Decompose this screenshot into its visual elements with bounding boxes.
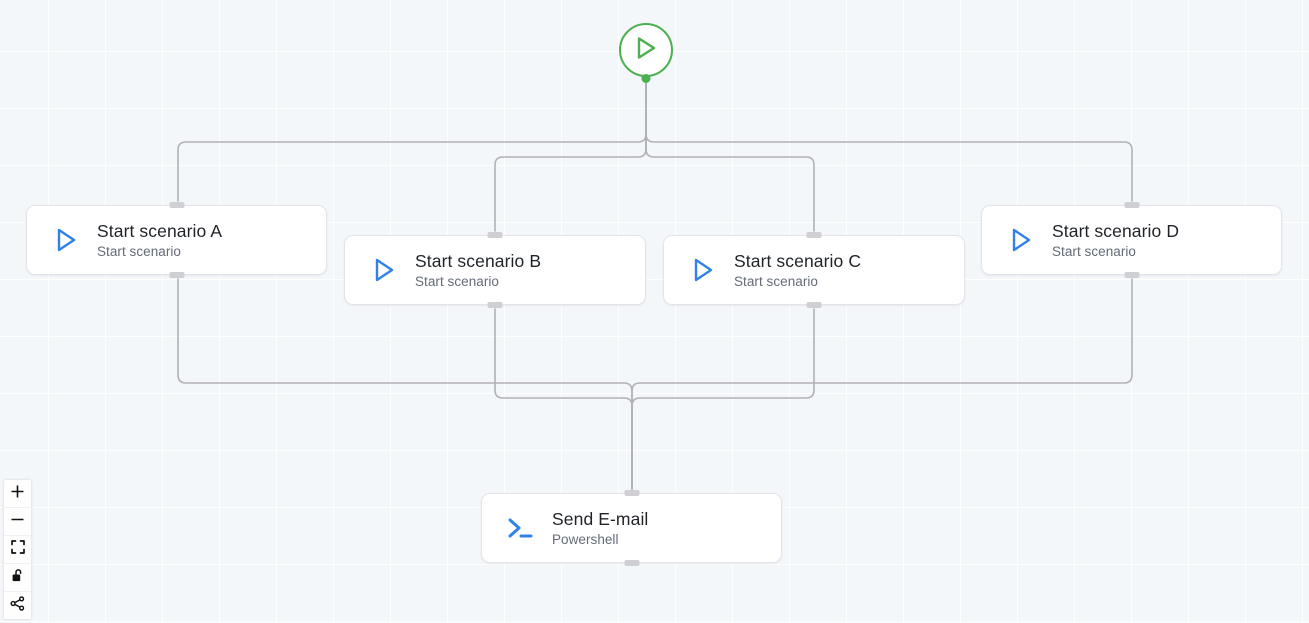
- target-handle[interactable]: [487, 232, 503, 238]
- target-handle[interactable]: [169, 202, 184, 208]
- node-title: Start scenario C: [734, 250, 862, 271]
- unlock-padlock-icon: [11, 568, 25, 588]
- node-send-email[interactable]: Send E-mail Powershell: [481, 490, 782, 566]
- play-triangle-icon: [367, 253, 401, 287]
- start-trigger-node[interactable]: [619, 23, 673, 83]
- node-start-scenario-a[interactable]: Start scenario A Start scenario: [26, 202, 327, 278]
- node-subtitle: Start scenario: [415, 273, 499, 289]
- play-triangle-icon: [634, 35, 658, 66]
- edge-b-to-email: [494, 308, 633, 490]
- node-title: Start scenario D: [1052, 220, 1180, 241]
- node-text-block: Send E-mail Powershell: [552, 509, 648, 548]
- start-source-handle[interactable]: [641, 74, 651, 83]
- node-subtitle: Powershell: [552, 531, 619, 547]
- lock-toggle-button[interactable]: [4, 564, 31, 592]
- node-text-block: Start scenario B Start scenario: [415, 251, 541, 290]
- fit-screen-icon: [10, 540, 25, 559]
- edge-start-to-a: [177, 81, 647, 202]
- source-handle[interactable]: [487, 302, 503, 308]
- node-start-scenario-d[interactable]: Start scenario D Start scenario: [981, 202, 1282, 278]
- node-subtitle: Start scenario: [97, 243, 181, 259]
- node-start-scenario-c[interactable]: Start scenario C Start scenario: [663, 232, 965, 308]
- edge-start-to-d: [645, 81, 1133, 202]
- zoom-in-button[interactable]: [4, 480, 31, 508]
- node-text-block: Start scenario C Start scenario: [734, 251, 861, 290]
- edge-a-to-email: [177, 278, 633, 490]
- target-handle[interactable]: [806, 232, 822, 238]
- target-handle[interactable]: [1124, 202, 1139, 208]
- plus-icon: [10, 484, 25, 504]
- terminal-prompt-icon: [504, 511, 538, 545]
- source-handle[interactable]: [806, 302, 822, 308]
- node-subtitle: Start scenario: [734, 273, 818, 289]
- play-triangle-icon: [1004, 223, 1038, 257]
- canvas-controls[interactable]: [4, 480, 31, 619]
- source-handle[interactable]: [624, 560, 639, 566]
- edge-c-to-email: [631, 308, 815, 490]
- edge-start-to-b: [494, 81, 647, 232]
- share-nodes-icon: [10, 595, 25, 616]
- edge-d-to-email: [631, 278, 1133, 490]
- node-text-block: Start scenario D Start scenario: [1052, 221, 1179, 260]
- play-triangle-icon: [686, 253, 720, 287]
- node-text-block: Start scenario A Start scenario: [97, 221, 222, 260]
- source-handle[interactable]: [1124, 272, 1139, 278]
- target-handle[interactable]: [624, 490, 639, 496]
- node-subtitle: Start scenario: [1052, 243, 1136, 259]
- node-title: Start scenario B: [415, 250, 542, 271]
- minus-icon: [10, 512, 25, 532]
- node-start-scenario-b[interactable]: Start scenario B Start scenario: [344, 232, 646, 308]
- node-title: Send E-mail: [552, 508, 649, 529]
- node-title: Start scenario A: [97, 220, 223, 241]
- edge-start-to-c: [645, 81, 815, 232]
- interactivity-button[interactable]: [4, 592, 31, 619]
- start-trigger-circle: [619, 23, 673, 77]
- source-handle[interactable]: [169, 272, 184, 278]
- zoom-out-button[interactable]: [4, 508, 31, 536]
- fit-view-button[interactable]: [4, 536, 31, 564]
- play-triangle-icon: [49, 223, 83, 257]
